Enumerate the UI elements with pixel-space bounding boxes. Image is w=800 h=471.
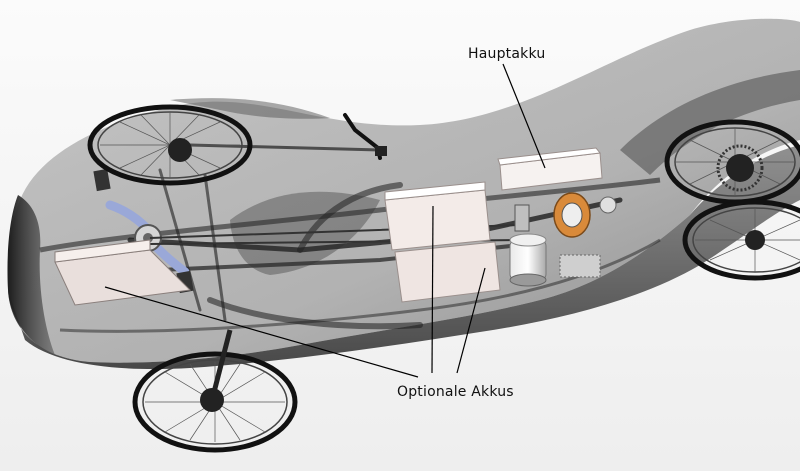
callout-optional-batteries	[104, 205, 486, 378]
front-lower-wheel	[132, 329, 298, 453]
callout-main-battery	[502, 63, 546, 169]
handlebar	[343, 113, 387, 160]
optional-battery-leader-line-1	[104, 286, 419, 378]
main-battery-label: Hauptakku	[468, 46, 545, 62]
main-battery	[497, 147, 603, 191]
optional-battery-leader-line-3	[456, 267, 486, 374]
motor	[509, 192, 617, 287]
front-upper-wheel	[87, 104, 253, 186]
shell-cockpit-edge	[170, 98, 330, 119]
optional-battery-upper	[384, 181, 491, 251]
shell-nose	[7, 195, 55, 355]
nose-battery	[54, 239, 192, 306]
shell-side-surface	[8, 145, 800, 370]
main-battery-leader-line	[502, 63, 546, 169]
optional-batteries-label: Optionale Akkus	[397, 384, 514, 400]
frame	[127, 143, 623, 330]
optional-battery-leader-line-2	[431, 205, 434, 374]
rear-lower-wheel	[682, 199, 800, 281]
optional-battery-lower	[394, 241, 501, 303]
shell-inner-rim	[39, 177, 661, 253]
